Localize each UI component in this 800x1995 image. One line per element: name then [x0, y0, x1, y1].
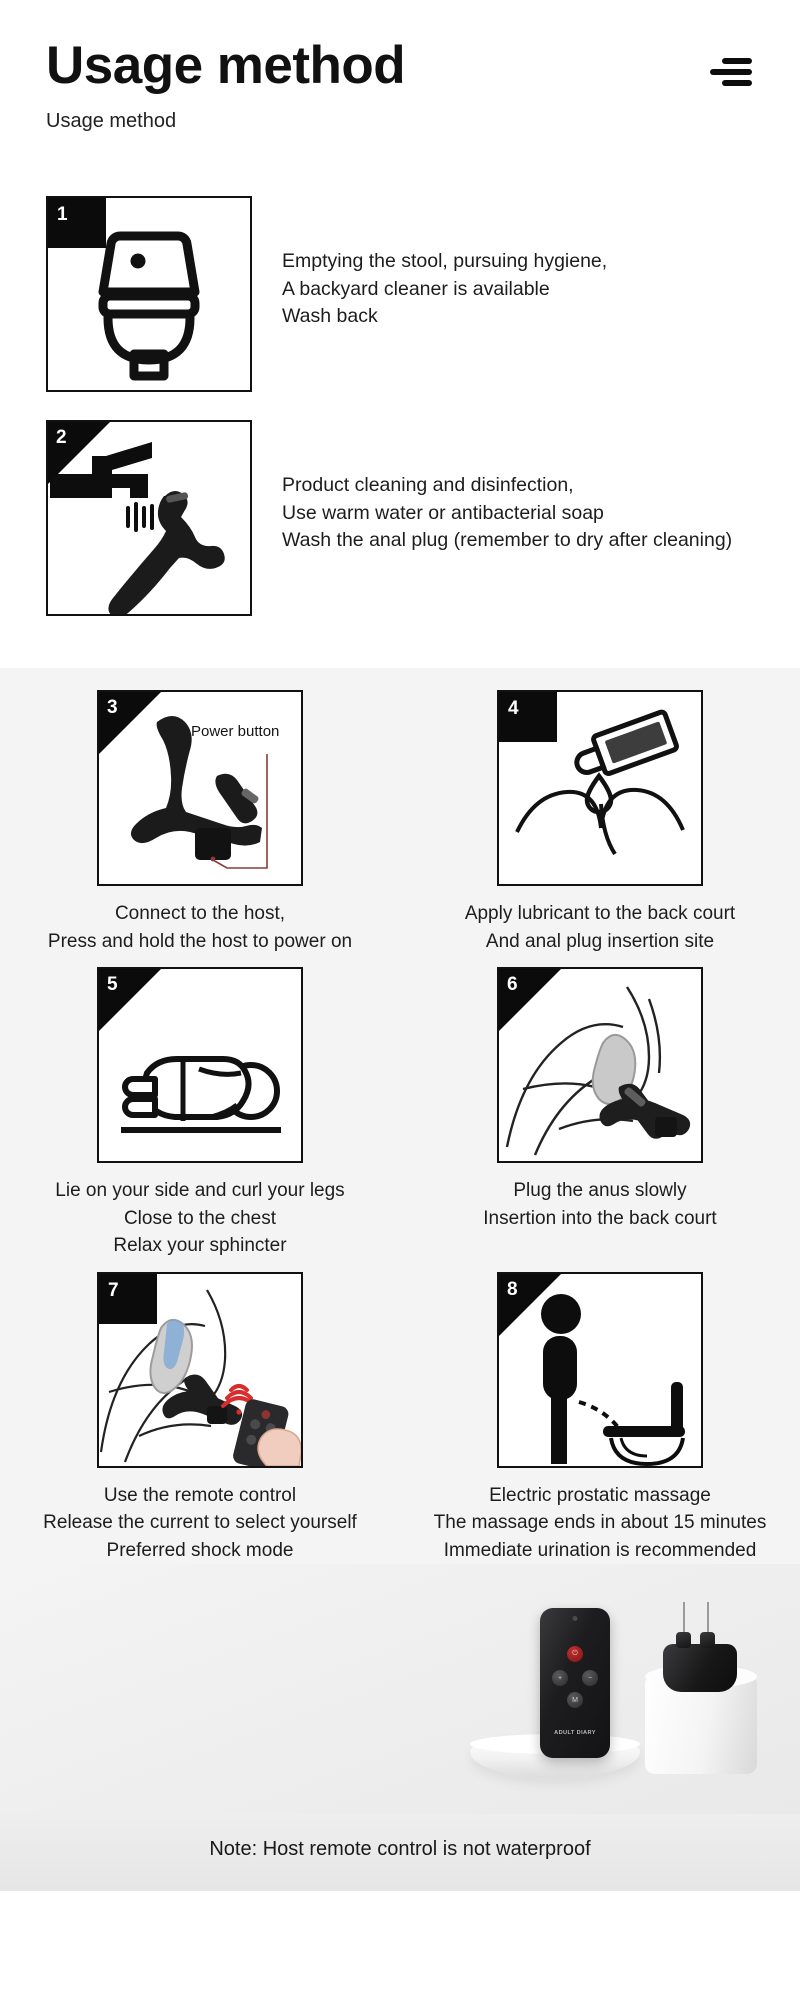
step-6-line-2: Insertion into the back court — [483, 1207, 717, 1229]
step-4-line-1: Apply lubricant to the back court — [464, 903, 736, 924]
step-6-caption: Plug the anus slowly Insertion into the … — [477, 1177, 722, 1232]
probe-rod-right — [707, 1602, 709, 1647]
step-8-number-badge: 8 — [499, 1273, 573, 1338]
step-8-line-2: The massage ends in about 15 minutes — [433, 1512, 767, 1534]
footer-note: Note: Host remote control is not waterpr… — [0, 1814, 800, 1892]
grid-steps-section: 3 Power button Connect to the host — [0, 668, 800, 1892]
step-3-line-2: Press and hold the host to power on — [47, 930, 353, 952]
step-8-illustration-frame: 8 — [497, 1271, 703, 1468]
product-photo-area: ⏻ + − M ADULT DIARY — [0, 1564, 800, 1815]
step-7-caption: Use the remote control Release the curre… — [37, 1482, 363, 1565]
step-7-illustration-frame: 7 — [97, 1271, 303, 1468]
step-2-number-badge: 2 — [48, 422, 122, 486]
page-subtitle: Usage method — [46, 109, 177, 132]
step-3-line-1: Connect to the host, — [114, 903, 286, 924]
step-5-number-badge: 5 — [99, 969, 173, 1033]
step-7-number-badge: 7 — [99, 1273, 157, 1324]
menu-line-top — [722, 58, 752, 64]
step-5-caption: Lie on your side and curl your legs Clos… — [49, 1177, 350, 1260]
step-7-line-1: Use the remote control — [103, 1484, 297, 1506]
probe-cap-left — [676, 1632, 691, 1649]
step-1-line-1: Emptying the stool, pursuing hygiene, — [282, 250, 608, 272]
step-3-illustration-frame: 3 Power button — [97, 690, 303, 886]
menu-line-middle — [710, 69, 752, 75]
step-3-number-badge: 3 — [99, 692, 173, 756]
step-2-line-1: Product cleaning and disinfection, — [282, 474, 574, 496]
menu-line-bottom — [722, 80, 752, 86]
remote-plus-button[interactable]: + — [552, 1670, 568, 1687]
step-8-caption: Electric prostatic massage The massage e… — [428, 1482, 773, 1565]
probe-cap-right — [700, 1632, 715, 1649]
step-5-line-2: Close to the chest — [123, 1207, 277, 1229]
remote-control-product[interactable]: ⏻ + − M ADULT DIARY — [540, 1608, 610, 1759]
step-7-line-2: Release the current to select yourself — [43, 1512, 357, 1534]
step-4-caption: Apply lubricant to the back court And an… — [459, 900, 741, 955]
plug-insertion-icon — [505, 986, 691, 1156]
page-title: Usage method — [46, 36, 406, 95]
step-8-line-1: Electric prostatic massage — [489, 1484, 711, 1506]
steps-grid: 3 Power button Connect to the host — [0, 690, 800, 1564]
hamburger-menu-icon[interactable] — [708, 58, 752, 92]
step-4-illustration-frame: 4 — [497, 690, 703, 886]
anal-plug-power-button-icon: Power button — [130, 716, 279, 869]
step-item-2: 2 Product cleaning and disinfection, Use… — [0, 420, 800, 616]
step-2-text: Product cleaning and disinfection, Use w… — [282, 420, 732, 555]
step-item-5: 5 Lie on your — [0, 967, 400, 1260]
lubricant-bottle-drop-icon — [515, 709, 685, 856]
remote-mode-button[interactable]: M — [567, 1692, 583, 1709]
step-2-illustration-frame: 2 — [46, 420, 252, 616]
ir-emitter-icon — [572, 1616, 578, 1622]
step-4-line-2: And anal plug insertion site — [485, 930, 715, 952]
remote-minus-button[interactable]: − — [582, 1670, 598, 1687]
step-item-4: 4 Apply lubricant to the ba — [400, 690, 800, 955]
step-item-3: 3 Power button Connect to the host — [0, 690, 400, 955]
step-2-line-3: Wash the anal plug (remember to dry afte… — [282, 529, 733, 552]
step-1-line-3: Wash back — [282, 305, 378, 328]
step-item-8: 8 Electric prostatic massage The massage… — [400, 1271, 800, 1565]
step-6-number-badge: 6 — [499, 969, 573, 1033]
step-item-7: 7 — [0, 1271, 400, 1565]
page-header: Usage method Usage method — [0, 0, 800, 178]
remote-brand-label: ADULT DIARY — [554, 1730, 596, 1737]
step-1-number-badge: 1 — [48, 198, 106, 248]
step-6-line-1: Plug the anus slowly — [513, 1180, 687, 1202]
step-6-illustration-frame: 6 — [497, 967, 703, 1164]
person-lying-on-side-icon — [121, 1056, 281, 1134]
remote-power-button[interactable]: ⏻ — [567, 1646, 583, 1663]
top-steps-section: 1 Emptying the stool, pursuing hygiene, … — [0, 178, 800, 668]
step-5-illustration-frame: 5 — [97, 967, 303, 1164]
probe-rod-left — [683, 1602, 685, 1647]
step-7-line-3: Preferred shock mode — [106, 1539, 294, 1561]
step-5-line-1: Lie on your side and curl your legs — [55, 1180, 345, 1202]
step-8-line-3: Immediate urination is recommended — [443, 1539, 757, 1561]
step-item-1: 1 Emptying the stool, pursuing hygiene, … — [0, 196, 800, 392]
remote-control-hand-icon — [99, 1289, 301, 1466]
toilet-icon — [98, 231, 200, 381]
anal-plug-product — [663, 1602, 737, 1693]
step-5-line-3: Relax your sphincter — [113, 1235, 287, 1257]
step-1-illustration-frame: 1 — [46, 196, 252, 392]
step-1-line-2: A backyard cleaner is available — [282, 277, 550, 300]
step-4-number-badge: 4 — [499, 692, 557, 742]
step-2-line-2: Use warm water or antibacterial soap — [282, 501, 604, 524]
step-1-text: Emptying the stool, pursuing hygiene, A … — [282, 196, 607, 331]
step-item-6: 6 — [400, 967, 800, 1260]
step-3-annotation-label: Power button — [191, 723, 279, 740]
step-3-caption: Connect to the host, Press and hold the … — [42, 900, 358, 955]
